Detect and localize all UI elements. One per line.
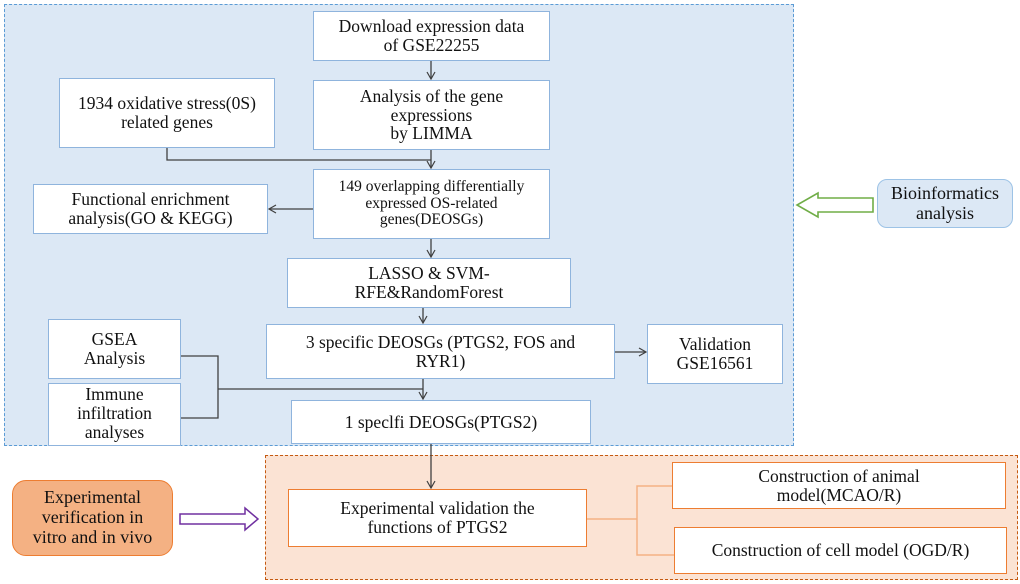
node-immune-infiltration: Immune infiltration analyses [48, 383, 181, 446]
node-one-specific-deosg: 1 speclfi DEOSGs(PTGS2) [291, 400, 591, 444]
side-label-text: Experimental verification in vitro and i… [32, 487, 153, 547]
node-limma-analysis: Analysis of the gene expressions by LIMM… [313, 80, 550, 150]
node-three-specific-deosgs: 3 specific DEOSGs (PTGS2, FOS and RYR1) [266, 324, 615, 379]
node-functional-enrichment: Functional enrichment analysis(GO & KEGG… [33, 184, 268, 234]
node-cell-model: Construction of cell model (OGD/R) [674, 527, 1007, 574]
node-label: Experimental validation the functions of… [340, 498, 535, 537]
node-label: Functional enrichment analysis(GO & KEGG… [68, 189, 233, 228]
node-label: Immune infiltration analyses [77, 384, 152, 442]
node-label: Validation GSE16561 [676, 334, 754, 373]
purple-hollow-arrow-icon [179, 506, 260, 532]
label-experimental-verification: Experimental verification in vitro and i… [12, 480, 173, 556]
node-label: Download expression data of GSE22255 [338, 16, 525, 55]
node-experimental-validation: Experimental validation the functions of… [288, 489, 587, 547]
node-label: 3 specific DEOSGs (PTGS2, FOS and RYR1) [305, 331, 576, 371]
node-overlapping-deosgs: 149 overlapping differentially expressed… [313, 169, 550, 239]
node-gsea-analysis: GSEA Analysis [48, 319, 181, 379]
node-label: LASSO & SVM- RFE&RandomForest [354, 263, 504, 302]
node-label: Analysis of the gene expressions by LIMM… [359, 85, 504, 144]
node-animal-model: Construction of animal model(MCAO/R) [672, 462, 1006, 509]
node-validation-gse16561: Validation GSE16561 [647, 324, 783, 384]
green-hollow-arrow-icon [795, 191, 874, 219]
label-bioinformatics-analysis: Bioinformatics analysis [877, 179, 1013, 228]
side-label-text: Bioinformatics analysis [891, 182, 999, 223]
node-lasso-svm-rf: LASSO & SVM- RFE&RandomForest [287, 258, 571, 308]
node-label: GSEA Analysis [83, 329, 146, 368]
node-label: 1 speclfi DEOSGs(PTGS2) [344, 411, 538, 432]
node-os-related-genes: 1934 oxidative stress(0S) related genes [59, 78, 275, 148]
node-label: 1934 oxidative stress(0S) related genes [78, 93, 256, 132]
node-label: Construction of animal model(MCAO/R) [758, 465, 920, 505]
node-label: Construction of cell model (OGD/R) [711, 540, 970, 561]
node-label: 149 overlapping differentially expressed… [338, 177, 525, 229]
node-download-expression-data: Download expression data of GSE22255 [313, 11, 550, 61]
